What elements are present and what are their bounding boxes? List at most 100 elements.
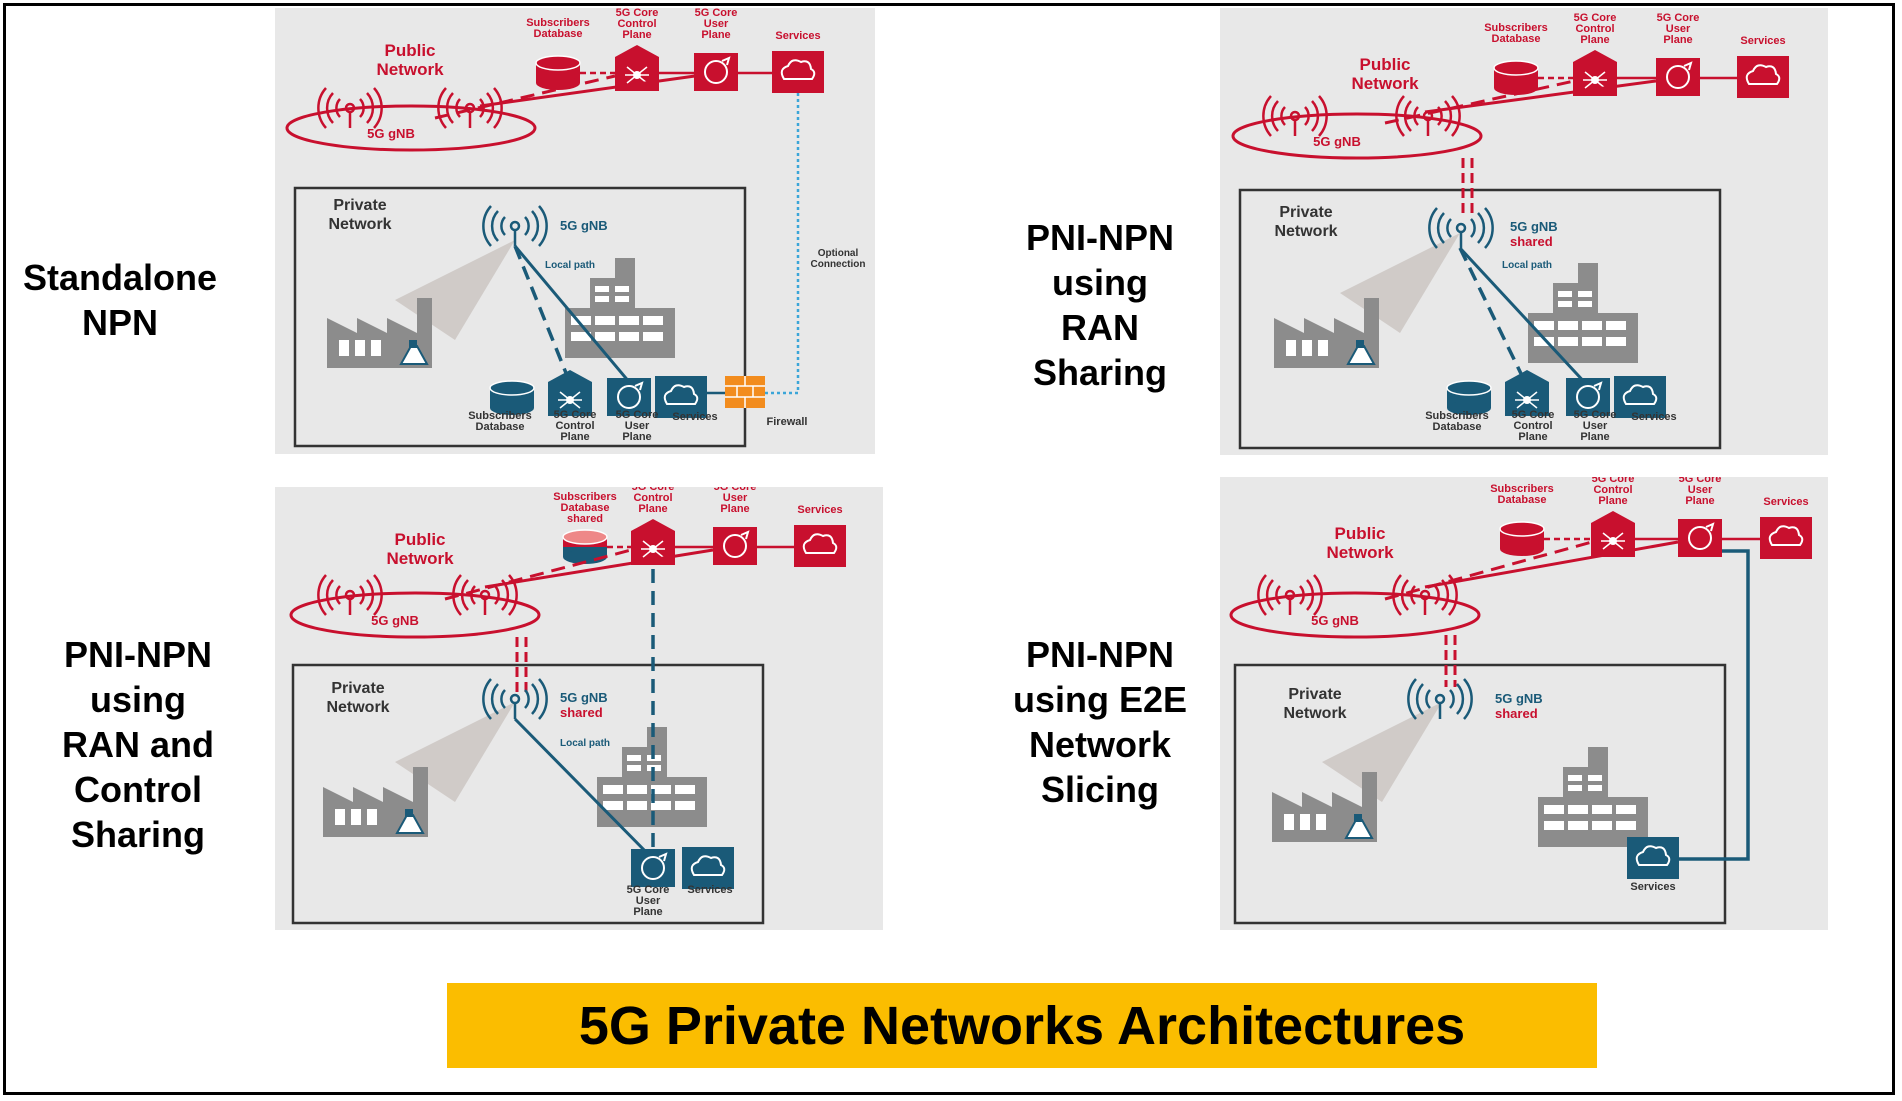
public-services-icon [794,525,846,567]
private-subscribers-database-icon [1446,380,1492,415]
shared-label: shared [1510,234,1553,249]
shared-antenna-icon [1407,678,1473,720]
public-gnb-label: 5G gNB [371,613,419,628]
public-services-icon [1737,56,1789,98]
public-network-ring [289,591,541,639]
slice-connection-line [1679,549,1750,861]
private-services-label: Services [1631,411,1676,423]
private-control-plane-icon [1505,370,1549,416]
private-user-plane-icon [1566,378,1610,416]
private-services-label: Services [672,411,717,423]
outer-frame [3,3,1895,1095]
factory-icon [327,298,432,368]
private-network-box [1238,188,1722,450]
shared-label: shared [1495,706,1538,721]
title-banner: 5G Private Networks Architectures [447,983,1597,1068]
private-gnb-label: 5G gNB [560,690,608,705]
private-subscribers-database-icon [489,380,535,415]
public-user-plane-icon [1656,58,1700,96]
private-user-plane-icon [607,378,651,416]
shared-label: shared [560,705,603,720]
public-antenna-icon [1262,95,1328,137]
private-services-icon [682,847,734,889]
private-network-box [293,186,747,448]
private-network-box [1233,663,1727,925]
public-antenna-icon [317,87,383,129]
private-services-icon [1614,376,1666,418]
page-title: 5G Private Networks Architectures [578,995,1466,1056]
public-services-label: Services [1763,496,1808,508]
private-services-label: Services [687,884,732,896]
coverage-beam [1322,702,1442,802]
public-antenna-icon [452,574,518,616]
private-services-label: Services [1630,881,1675,893]
public-services-icon [772,51,824,93]
factory-icon [323,767,428,837]
local-path-label: Local path [560,738,610,749]
private-antenna-icon [482,205,548,247]
public-user-plane-icon [1678,519,1722,557]
private-user-plane-icon [631,849,675,887]
shared-antenna-icon [1428,207,1494,249]
optional-connection-line [765,93,800,395]
office-building-icon [1538,747,1648,847]
firewall-label: Firewall [767,416,808,428]
public-network-ring [1231,112,1483,160]
local-path-label: Local path [545,260,595,271]
public-gnb-label: 5G gNB [1313,134,1361,149]
shared-antenna-icon [482,678,548,720]
public-subscribers-database-icon [1499,521,1545,556]
private-network-box [291,663,765,925]
public-services-label: Services [797,504,842,516]
factory-icon [1272,772,1377,842]
public-antenna-icon [437,87,503,129]
public-network-ring [1229,591,1481,639]
private-services-icon [655,376,707,418]
private-gnb-label: 5G gNB [1510,219,1558,234]
public-services-label: Services [775,30,820,42]
public-gnb-label: 5G gNB [1311,613,1359,628]
public-subscribers-database-icon [1493,60,1539,95]
private-services-icon [1627,837,1679,879]
factory-icon [1274,298,1379,368]
public-user-plane-icon [713,527,757,565]
firewall-icon [725,376,765,408]
public-user-plane-icon [694,53,738,91]
office-building-icon [565,258,675,358]
public-network-ring [285,104,537,152]
office-building-icon [1528,263,1638,363]
